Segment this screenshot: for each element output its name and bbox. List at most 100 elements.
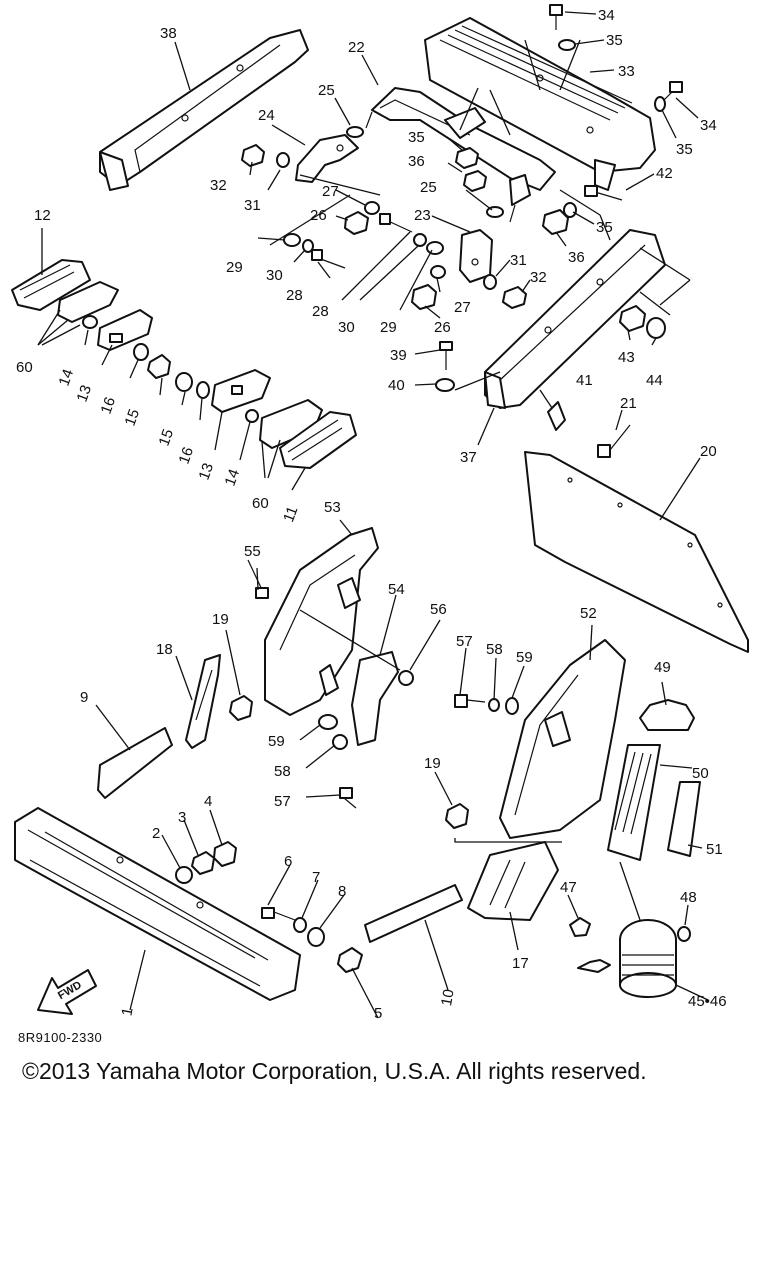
- part-55-screw: [247, 559, 269, 599]
- part-41-clip: [547, 401, 566, 431]
- label-part-32b: 32: [530, 269, 547, 286]
- part-20-floor-plate: [524, 451, 749, 653]
- label-part-1: 1: [118, 1006, 136, 1017]
- label-part-41: 41: [576, 372, 593, 389]
- callout-leaders: [37, 11, 709, 1019]
- part-3-nut: [191, 851, 215, 875]
- label-part-55: 55: [244, 543, 261, 560]
- label-part-37: 37: [460, 449, 477, 466]
- label-part-14a: 14: [55, 367, 77, 388]
- label-part-44: 44: [646, 372, 663, 389]
- part-7-washer: [293, 917, 307, 933]
- label-part-30b: 30: [338, 319, 355, 336]
- label-part-27a: 27: [322, 183, 339, 200]
- part-13-bracket-right: [211, 369, 271, 413]
- label-part-26b: 26: [434, 319, 451, 336]
- label-part-8: 8: [338, 883, 346, 900]
- label-part-42: 42: [656, 165, 673, 182]
- part-15-nut-a: [147, 354, 171, 379]
- label-part-14b: 14: [221, 467, 243, 488]
- label-part-33: 33: [618, 63, 635, 80]
- part-15-washer-b: [175, 372, 193, 392]
- label-part-29b: 29: [380, 319, 397, 336]
- part-48-washer: [677, 926, 691, 942]
- label-part-36b: 36: [568, 249, 585, 266]
- part-50-bellows: [607, 744, 661, 861]
- part-37-side-rail: [484, 229, 666, 409]
- label-part-21: 21: [620, 395, 637, 412]
- label-part-60b: 60: [252, 495, 269, 512]
- label-part-4546: 45•46: [688, 993, 727, 1010]
- part-10-label-right: [364, 884, 463, 943]
- label-part-60a: 60: [16, 359, 33, 376]
- part-14-nut-left: [82, 315, 98, 329]
- part-1-front-bumper: [14, 807, 301, 1001]
- part-5-clip: [337, 947, 363, 973]
- label-part-4: 4: [204, 793, 212, 810]
- label-part-31b: 31: [510, 252, 527, 269]
- label-part-39: 39: [390, 347, 407, 364]
- part-12-reflector-left: [11, 259, 91, 311]
- part-47-clip: [569, 917, 591, 937]
- part-19-nut-right: [445, 803, 469, 829]
- part-45-46-housing: [577, 919, 677, 998]
- part-22-bracket: [365, 87, 556, 223]
- label-part-17: 17: [512, 955, 529, 972]
- part-16-washer-a: [133, 343, 149, 361]
- part-58-washer-right: [488, 698, 500, 712]
- label-part-13b: 13: [195, 461, 217, 482]
- label-part-38: 38: [160, 25, 177, 42]
- label-part-5: 5: [374, 1005, 382, 1020]
- part-24-bracket: [295, 134, 359, 183]
- part-11-reflector-right: [279, 411, 357, 469]
- label-part-9: 9: [80, 689, 88, 706]
- label-part-26a: 26: [310, 207, 327, 224]
- part-8-washer: [307, 927, 325, 947]
- part-18-grommet-plate: [185, 654, 221, 749]
- label-part-32a: 32: [210, 177, 227, 194]
- label-part-34b: 34: [700, 117, 717, 134]
- label-part-35a: 35: [606, 32, 623, 49]
- label-part-10: 10: [438, 988, 458, 1007]
- label-part-47: 47: [560, 879, 577, 896]
- label-part-13a: 13: [73, 383, 95, 404]
- label-part-18: 18: [156, 641, 173, 658]
- label-part-58a: 58: [486, 641, 503, 658]
- label-part-20: 20: [700, 443, 717, 460]
- label-part-58b: 58: [274, 763, 291, 780]
- label-part-24: 24: [258, 107, 275, 124]
- part-14-nut-right: [245, 409, 259, 423]
- label-part-25b: 25: [420, 179, 437, 196]
- label-part-19b: 19: [424, 755, 441, 772]
- label-part-3: 3: [178, 809, 186, 826]
- part-17-cover: [467, 841, 559, 921]
- label-part-27b: 27: [454, 299, 471, 316]
- label-part-16a: 16: [97, 395, 119, 416]
- label-part-57b: 57: [274, 793, 291, 810]
- part-49-cap: [639, 699, 695, 731]
- label-part-2: 2: [152, 825, 160, 842]
- part-51-decal: [667, 781, 701, 857]
- label-part-11: 11: [280, 504, 301, 524]
- part-13-bracket-left: [97, 309, 153, 351]
- label-part-6: 6: [284, 853, 292, 870]
- label-part-28a: 28: [286, 287, 303, 304]
- label-part-12: 12: [34, 207, 51, 224]
- label-part-19a: 19: [212, 611, 229, 628]
- label-part-35c: 35: [676, 141, 693, 158]
- label-part-51: 51: [706, 841, 723, 858]
- part-6-bolt: [261, 907, 296, 921]
- part-57-bolt-right: [454, 694, 486, 708]
- label-part-43: 43: [618, 349, 635, 366]
- part-57-bolt-left: [339, 787, 357, 809]
- part-38-grab-bar: [99, 29, 309, 191]
- part-33-top-cover: [424, 17, 656, 191]
- part-54-panel: [351, 651, 399, 746]
- label-part-31a: 31: [244, 197, 261, 214]
- label-part-25a: 25: [318, 82, 335, 99]
- figure-code: 8R9100-2330: [18, 1030, 103, 1045]
- part-59-washer-left: [318, 714, 338, 730]
- part-56-clip: [398, 670, 414, 686]
- part-19-nut-left: [229, 695, 253, 721]
- exploded-parts-diagram: FWD: [11, 4, 749, 1020]
